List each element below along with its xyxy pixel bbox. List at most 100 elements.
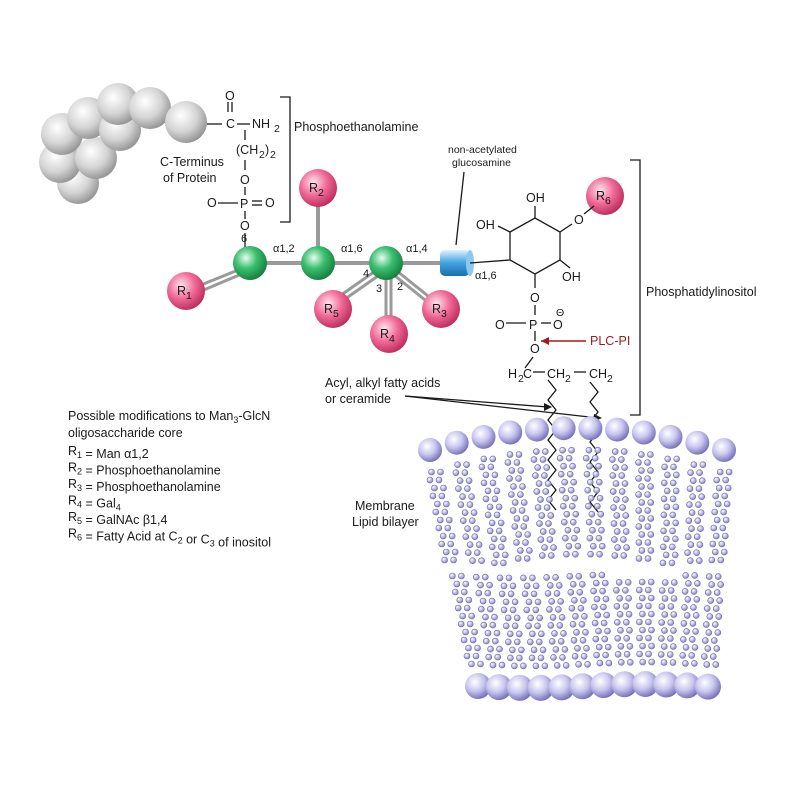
lipid-tail-bead — [711, 508, 719, 516]
lipid-tail-bead — [618, 488, 626, 495]
lipid-tail-bead — [722, 516, 730, 524]
lipid-tail-bead — [498, 590, 506, 598]
lipid-tail-bead — [662, 551, 670, 559]
lipid-tail-bead — [712, 532, 720, 540]
lipid-tail-bead — [480, 479, 488, 487]
lipid-tail-bead — [595, 534, 603, 542]
lipid-tail-bead — [576, 588, 584, 596]
lipid-tail-bead — [718, 540, 726, 548]
lipid-head-bottom — [465, 673, 491, 699]
lipid-tail-bead — [463, 652, 471, 660]
linkage-a14: α1,4 — [406, 243, 428, 255]
lipid-tail-bead — [555, 606, 562, 613]
lipid-tail-bead — [471, 628, 478, 636]
lipid-tail-bead — [717, 556, 725, 564]
lipid-tail-bead — [478, 463, 486, 471]
glucosamine-pointer — [455, 171, 465, 246]
lipid-tail-bead — [635, 491, 642, 498]
lipid-tail-bead — [681, 588, 689, 595]
r1-group: R 1 — [167, 272, 205, 310]
lipid-tail-bead — [557, 598, 565, 605]
lipid-tail-bead — [622, 602, 630, 610]
lipid-tail-bead — [481, 573, 489, 581]
lipid-tail-bead — [538, 630, 545, 638]
svg-text:P: P — [529, 318, 537, 332]
lipid-tail-bead — [558, 486, 566, 494]
lipid-tail-bead — [499, 535, 507, 543]
lipid-tail-bead — [722, 476, 730, 484]
lipid-tail-bead — [561, 478, 569, 486]
lipid-tail-bead — [563, 510, 571, 518]
svg-text:O: O — [574, 213, 584, 227]
lipid-tail-bead — [684, 596, 692, 603]
lipid-tail-bead — [567, 588, 575, 596]
lipid-tail-bead — [439, 532, 447, 540]
lipid-tail-bead — [620, 448, 628, 455]
lipid-tail-bead — [695, 501, 702, 509]
lipid-tail-bead — [487, 645, 494, 653]
lipid-tail-bead — [602, 595, 610, 603]
lipid-tail-bead — [520, 523, 528, 530]
lipid-tail-bead — [698, 477, 706, 485]
lipid-tail-bead — [622, 586, 629, 594]
lipid-tail-bead — [542, 488, 550, 495]
lipid-tail-bead — [622, 528, 630, 535]
lipid-tail-bead — [526, 638, 534, 646]
lipid-tail-bead — [644, 586, 652, 594]
lipid-tail-bead — [486, 581, 493, 589]
lipid-tail-bead — [491, 613, 498, 621]
svg-text:CH: CH — [589, 367, 607, 381]
lipid-tail-bead — [546, 582, 554, 589]
lipid-tail-bead — [564, 526, 572, 534]
lipid-tail-bead — [570, 636, 578, 644]
lipid-tail-bead — [500, 582, 508, 590]
lipid-tail-bead — [468, 612, 476, 620]
lipid-tail-bead — [571, 652, 579, 660]
lipid-tail-bead — [625, 610, 633, 618]
lipid-tail-bead — [689, 493, 697, 501]
lipid-tail-bead — [698, 493, 706, 501]
lipid-tail-bead — [472, 652, 480, 660]
lipid-tail-bead — [690, 588, 698, 595]
lipid-head-top — [418, 438, 442, 462]
lipid-tail-bead — [513, 638, 521, 646]
lipid-tail-bead — [584, 486, 592, 494]
glucosamine-cylinder — [440, 250, 474, 276]
lipid-tail-bead — [574, 644, 581, 652]
lipid-tail-bead — [669, 511, 677, 519]
lipid-tail-bead — [619, 504, 626, 511]
lipid-tail-bead — [505, 574, 513, 582]
lipid-tail-bead — [529, 630, 536, 638]
lipid-tail-bead — [568, 502, 576, 510]
lipid-tail-bead — [559, 502, 567, 510]
lipid-head-top — [712, 438, 736, 462]
lipid-tail-bead — [561, 646, 569, 653]
lipid-tail-bead — [489, 479, 497, 487]
lipid-tail-bead — [715, 613, 723, 620]
lipid-tail-bead — [489, 455, 497, 463]
lipid-tail-bead — [596, 659, 604, 667]
lipid-tail-bead — [541, 472, 548, 479]
lipid-tail-bead — [544, 590, 552, 597]
svg-text:O: O — [225, 89, 235, 103]
lipid-tail-bead — [448, 532, 456, 540]
lipid-tail-bead — [645, 602, 652, 610]
lipid-tail-bead — [519, 483, 526, 490]
lipid-tail-bead — [644, 459, 651, 466]
lipid-tail-bead — [614, 634, 622, 642]
lipid-tail-bead — [567, 486, 575, 494]
lipid-tail-bead — [669, 659, 677, 666]
lipid-tail-bead — [703, 605, 711, 612]
svg-text:O: O — [530, 291, 540, 305]
lipid-tail-bead — [537, 496, 544, 503]
lipid-tail-bead — [597, 510, 605, 518]
lipid-tail-bead — [435, 524, 443, 532]
lipid-tail-bead — [469, 557, 476, 565]
lipid-tail-bead — [714, 629, 722, 636]
lipid-tail-bead — [613, 602, 621, 610]
lipid-tail-bead — [692, 612, 700, 619]
lipid-tail-bead — [672, 535, 679, 543]
r2-group: R 2 — [299, 169, 337, 207]
lipid-tail-bead — [660, 643, 668, 650]
lipid-tail-bead — [465, 477, 473, 485]
